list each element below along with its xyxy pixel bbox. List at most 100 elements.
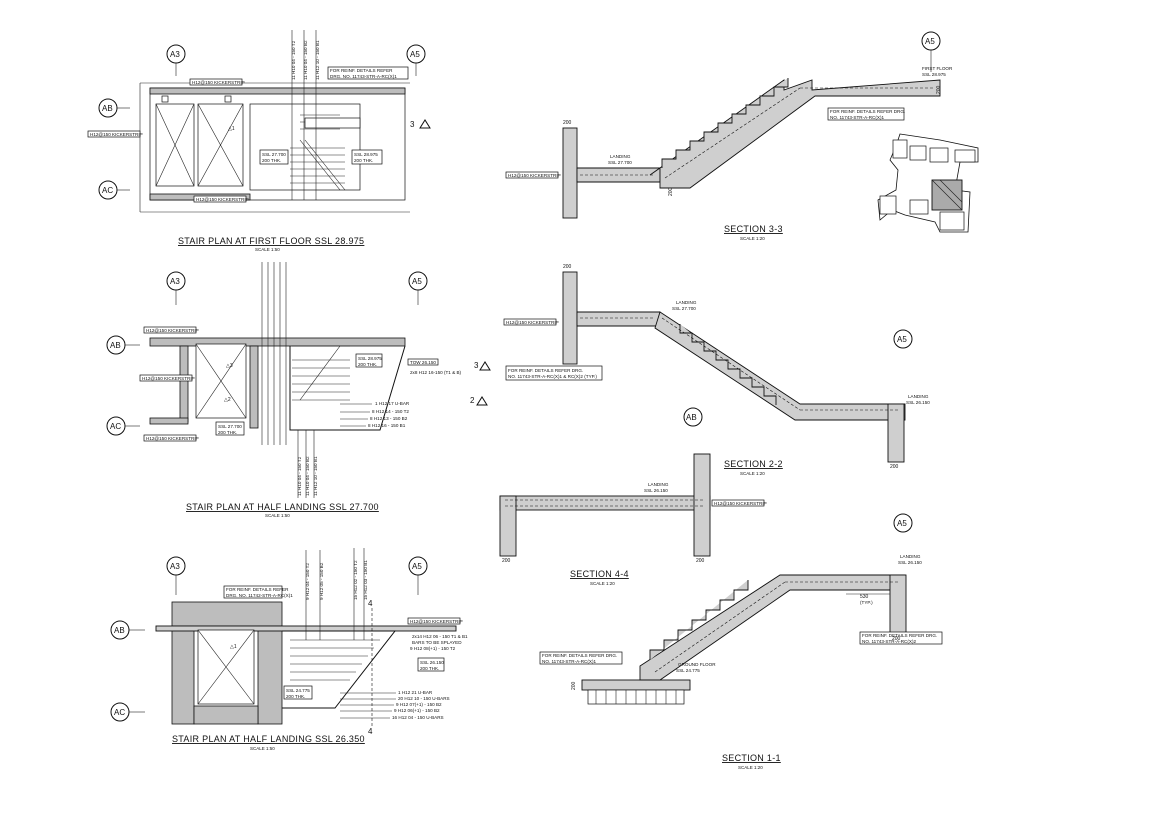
sec11-ground-ssl: SSL 24.775 <box>676 668 700 673</box>
plan1-reinf-note-1: FOR REINF. DETAILS REFER <box>330 68 393 73</box>
sec44-slab <box>499 495 711 511</box>
plan3-thk-left: 200 THK. <box>286 694 305 699</box>
sec44-dim-r: 200 <box>696 558 705 564</box>
sec11-typ: (TYP.) <box>860 600 873 605</box>
plan2-section-mark-2: 2 <box>470 396 475 405</box>
plan2-bar-b3: 11 H12 10 - 150 B1 <box>313 456 318 496</box>
plan2-grid-ac: AC <box>110 422 121 431</box>
key-plan <box>877 133 979 233</box>
plan2-thk-right: 200 THK. <box>358 362 377 367</box>
sec33-title: SECTION 3-3 <box>724 224 783 234</box>
plan3-thk-right: 200 THK. <box>420 666 439 671</box>
section-4-4: H12@150 KICKERSTRIP LANDING SSL 26.150 2… <box>499 453 767 586</box>
plan2-ssl-left: SSL 27.700 <box>218 424 242 429</box>
plan1-bar-2: 11 H10 04 - 150 B2 <box>303 40 308 80</box>
plan2-kicker-mid: H12@150 KICKERSTRIP <box>142 376 195 381</box>
plan3-bar-7: 9 H12 06(+1) - 150 B2 <box>394 708 440 713</box>
sec11-grid-a5: A5 <box>897 519 907 528</box>
sec11-dim-r: 200 <box>892 636 901 642</box>
sec11-reinf-r1: FOR REINF. DETAILS REFER DRG. <box>862 633 937 638</box>
plan1-title: STAIR PLAN AT FIRST FLOOR SSL 28.975 <box>178 236 364 246</box>
plan1-kicker-top: H12@150 KICKERSTRIP <box>192 80 245 85</box>
section-3-3: A5 H12@150 KICKERSTRIP LANDING SSL 27.70… <box>505 31 953 241</box>
plan-half-landing-27700: A3 A5 AB AC △3 △2 H12@150 KICKERSTRIP H1… <box>106 262 491 518</box>
sec33-first-floor: FIRST FLOOR <box>922 66 953 71</box>
sec22-landing: LANDING <box>676 300 697 305</box>
plan2-kicker-top: H12@150 KICKERSTRIP <box>146 328 199 333</box>
sec33-first-floor-ssl: SSL 28.975 <box>922 72 946 77</box>
plan1-scale: SCALE 1:50 <box>255 247 280 252</box>
plan3-grid-a5: A5 <box>412 562 422 571</box>
sec11-title: SECTION 1-1 <box>722 753 781 763</box>
sec44-dim-l: 200 <box>502 558 511 564</box>
sec33-flight <box>649 79 941 189</box>
plan2-bar-r5: 8 H12 16 - 150 B1 <box>368 423 406 428</box>
sec44-scale: SCALE 1:20 <box>590 581 615 586</box>
plan3-ssl-right: SSL 26.150 <box>420 660 444 665</box>
sec11-ground: GROUND FLOOR <box>678 662 716 667</box>
rev-mark-1: △1 <box>228 126 235 132</box>
plan3-reinf-note-1: FOR REINF. DETAILS REFER <box>226 587 289 592</box>
plan3-bar-6: 9 H12 07(+1) - 150 B2 <box>396 702 442 707</box>
plan2-tow: TOW 26.150 <box>410 360 436 365</box>
sec44-title: SECTION 4-4 <box>570 569 629 579</box>
plan3-ssl-left: SSL 24.775 <box>286 688 310 693</box>
plan2-bar-b2: 11 H10 04 - 150 B2 <box>305 456 310 496</box>
sec22-landing-r-ssl: SSL 26.150 <box>906 400 930 405</box>
grid-label-a3: A3 <box>170 50 180 59</box>
plan3-bar-1: 2x14 H12 06 - 150 T1 & B1 <box>412 634 468 639</box>
plan1-thk-left: 200 THK. <box>262 158 281 163</box>
plan3-scale: SCALE 1:50 <box>250 746 275 751</box>
svg-text:△2: △2 <box>224 397 231 403</box>
plan3-bar-8: 16 H12 04 - 150 U-BARS <box>392 715 444 720</box>
plan3-bar-3: 9 H12 08(+1) - 150 T2 <box>410 646 456 651</box>
plan1-ssl-right: SSL 28.975 <box>354 152 378 157</box>
sec33-landing: LANDING <box>610 154 631 159</box>
plan2-grid-ab: AB <box>110 341 121 350</box>
sec33-reinf-1: FOR REINF. DETAILS REFER DRG. <box>830 109 905 114</box>
sec33-scale: SCALE 1:20 <box>740 236 765 241</box>
sec11-dim-530: 530 <box>860 594 869 600</box>
plan3-kicker: H12@150 KICKERSTRIP <box>410 619 463 624</box>
plan2-bar-r1: 2x8 H12 16-150 (T1 & B) <box>410 370 462 375</box>
plan1-reinf-note-2: DRG. NO. 11743-STR-A-RC(X)1 <box>330 74 397 79</box>
sec11-landing: LANDING <box>900 554 921 559</box>
sec22-landing-ssl: SSL 27.700 <box>672 306 696 311</box>
sec22-dim-bot: 200 <box>890 464 899 470</box>
plan2-grid-a3: A3 <box>170 277 180 286</box>
plan3-grid-ac: AC <box>114 708 125 717</box>
sec33-wall <box>562 127 578 219</box>
plan1-kicker-bottom: H12@150 KICKERSTRIP <box>196 197 249 202</box>
sec33-dim-3: 200 <box>936 85 942 94</box>
sec11-dim-l: 200 <box>571 681 577 690</box>
plan3-bar-5: 20 H12 10 - 150 U-BARS <box>398 696 450 701</box>
plan3-grid-ab: AB <box>114 626 125 635</box>
sec44-landing: LANDING <box>648 482 669 487</box>
sec22-grid-a5: A5 <box>897 335 907 344</box>
plan3-bar-4: 1 H12 21 U-BAR <box>398 690 433 695</box>
plan1-thk-right: 200 THK. <box>354 158 373 163</box>
plan3-title: STAIR PLAN AT HALF LANDING SSL 26.350 <box>172 734 365 744</box>
plan2-bar-b1: 11 H10 04 - 150 T2 <box>297 456 302 496</box>
sec33-reinf-2: NO. 11743-STR-A-RC(X)1 <box>830 115 884 120</box>
sec22-scale: SCALE 1:20 <box>740 471 765 476</box>
sec33-dim-top: 200 <box>563 120 572 126</box>
plan3-section-mark-top: 4 <box>368 599 373 608</box>
plan2-section-mark-3: 3 <box>474 361 479 370</box>
plan1-bar-3: 11 H12 10 - 150 B1 <box>315 40 320 80</box>
plan3-section-mark-bot: 4 <box>368 727 373 736</box>
sec11-scale: SCALE 1:20 <box>738 765 763 770</box>
sec22-kicker: H12@150 KICKERSTRIP <box>506 320 559 325</box>
plan-half-landing-26350: A3 A5 AB AC △1 FOR REINF. DETAILS REFER … <box>110 548 468 751</box>
sec22-reinf-2: NO. 11743-STR-A-RC(X)1 & RC(X)2 (TYP.) <box>508 374 597 379</box>
plan2-thk-left: 200 THK. <box>218 430 237 435</box>
plan2-ssl-right: SSL 28.975 <box>358 356 382 361</box>
plan2-kicker-bottom: H12@150 KICKERSTRIP <box>146 436 199 441</box>
sec11-flight <box>639 574 906 681</box>
plan2-bar-r3: 8 H12 14 - 150 T2 <box>372 409 409 414</box>
sec11-reinf-l2: NO. 11743-STR-A-RC(X)1 <box>542 659 596 664</box>
sec22-title: SECTION 2-2 <box>724 459 783 469</box>
plan3-bar-top-3: 15 H12 02 - 150 T2 <box>353 560 358 600</box>
sec22-reinf-1: FOR REINF. DETAILS REFER DRG. <box>508 368 583 373</box>
grid-label-ac: AC <box>102 186 113 195</box>
